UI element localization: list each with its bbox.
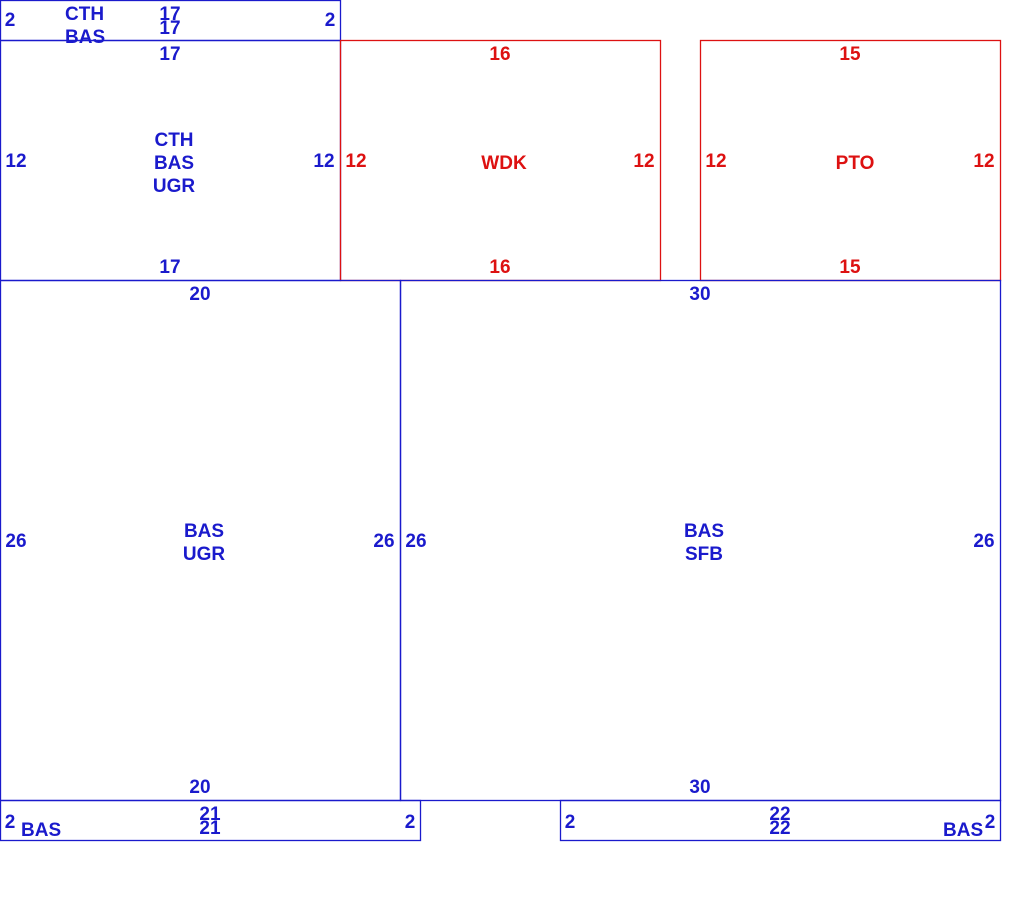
dimension-bottom: 17 — [159, 257, 180, 278]
dimension-top: 15 — [839, 44, 861, 65]
dimension-left: 26 — [5, 531, 26, 552]
dimension-bottom: 16 — [489, 257, 510, 278]
dimension-right: 2 — [985, 812, 996, 833]
area-label-line: BAS — [943, 820, 983, 841]
dimension-top: 16 — [489, 44, 510, 65]
dimension-top: 22 — [769, 804, 790, 825]
dimension-right: 2 — [325, 10, 336, 31]
area-outline — [559, 799, 1002, 842]
area-label-line: WDK — [481, 153, 527, 174]
area-label-line: CTH — [154, 130, 193, 151]
area-outline — [0, 799, 422, 842]
dimension-left: 12 — [705, 151, 726, 172]
dimension-bottom: 21 — [199, 818, 221, 839]
area-label-line: UGR — [183, 544, 226, 565]
area-label-line: BAS — [21, 820, 61, 841]
dimension-right: 12 — [633, 151, 654, 172]
dimension-right: 2 — [405, 812, 416, 833]
area-label: PTO — [836, 153, 875, 174]
dimension-top: 17 — [159, 44, 180, 65]
area-label-line: BAS — [154, 153, 194, 174]
area-label-line: CTH — [65, 4, 104, 25]
dimension-left: 26 — [405, 531, 426, 552]
area-label-line: BAS — [184, 521, 224, 542]
dimension-top: 21 — [199, 804, 221, 825]
area-label-line: BAS — [65, 27, 105, 48]
dimension-bottom: 22 — [769, 818, 790, 839]
dimension-left: 12 — [345, 151, 366, 172]
area-label-line: SFB — [685, 544, 723, 565]
area-label-line: UGR — [153, 176, 196, 197]
area-label-line: BAS — [684, 521, 724, 542]
dimension-bottom: 30 — [689, 777, 710, 798]
dimension-left: 12 — [5, 151, 26, 172]
dimension-top: 30 — [689, 284, 710, 305]
dimension-top: 20 — [189, 284, 210, 305]
area-label-line: PTO — [836, 153, 875, 174]
dimension-right: 26 — [973, 531, 994, 552]
dimension-right: 26 — [373, 531, 394, 552]
dimension-left: 2 — [565, 812, 576, 833]
dimension-right: 12 — [313, 151, 334, 172]
area-label: WDK — [481, 153, 527, 174]
area-label: BAS — [943, 820, 983, 841]
dimension-left: 2 — [5, 812, 16, 833]
dimension-top: 17 — [159, 4, 180, 25]
dimension-bottom: 20 — [189, 777, 210, 798]
dimension-bottom: 15 — [839, 257, 861, 278]
dimension-right: 12 — [973, 151, 994, 172]
dimension-bottom: 17 — [159, 18, 180, 39]
dimension-left: 2 — [5, 10, 16, 31]
area-label: BAS — [21, 820, 61, 841]
